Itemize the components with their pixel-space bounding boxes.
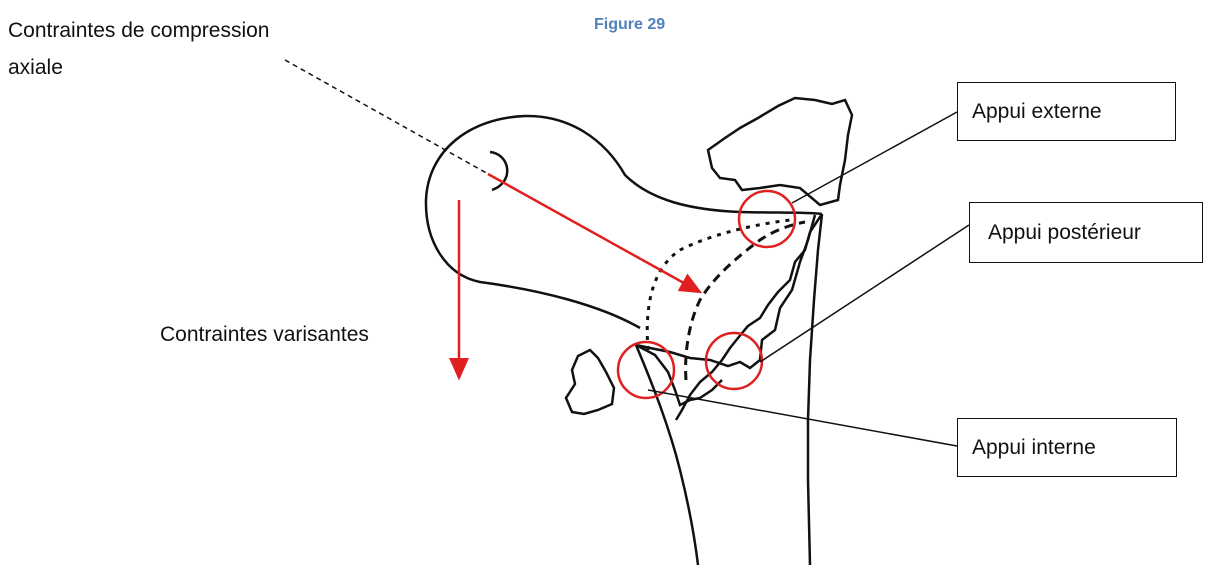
posterior-support-label: Appui postérieur (988, 221, 1141, 245)
greater-trochanter-fragment (708, 98, 852, 205)
compression-arrow (488, 174, 700, 292)
posterior-callout-leader (760, 225, 969, 362)
lateral-shaft-outline (808, 214, 822, 565)
dashed-fracture-line (686, 222, 805, 380)
internal-callout-leader (648, 390, 957, 446)
external-support-label: Appui externe (972, 100, 1102, 124)
dotted-fracture-line (647, 220, 790, 350)
femoral-head-outline (426, 116, 822, 328)
posterior-support-callout: Appui postérieur (969, 202, 1203, 263)
lesser-trochanter-fragment (566, 350, 614, 414)
external-support-callout: Appui externe (957, 82, 1176, 141)
compression-axis-line (285, 60, 490, 175)
medial-shaft-outline (636, 345, 698, 565)
external-callout-leader (792, 112, 957, 203)
internal-support-label: Appui interne (972, 436, 1096, 460)
internal-support-callout: Appui interne (957, 418, 1177, 477)
fracture-line-posterior (676, 214, 822, 420)
